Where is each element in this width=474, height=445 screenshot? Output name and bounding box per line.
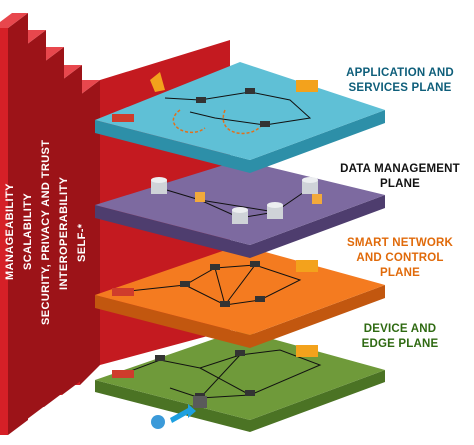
label-line: AND CONTROL	[356, 252, 444, 264]
pillar-label-interoperability: INTEROPERABILITY	[58, 176, 70, 290]
database-icon	[267, 202, 283, 219]
label-line: SMART NETWORK	[346, 237, 454, 249]
pillar-label-scalability: SCALABILITY	[22, 192, 34, 270]
plane-application-services	[95, 62, 385, 173]
crane-icon	[150, 72, 165, 92]
plane-data-management	[95, 160, 385, 258]
pillar-label-security: SECURITY, PRIVACY AND TRUST	[40, 139, 52, 325]
pillar-label-self: SELF-*	[76, 223, 88, 262]
label-line: APPLICATION AND	[346, 67, 454, 79]
label-line: EDGE PLANE	[361, 338, 439, 350]
label-line: SERVICES PLANE	[348, 82, 452, 94]
truck-icon	[296, 345, 318, 357]
label-application-services-plane: APPLICATION AND SERVICES PLANE	[340, 66, 460, 96]
document-icon	[195, 192, 205, 202]
label-line: DATA MANAGEMENT	[340, 163, 460, 175]
server-icon	[193, 396, 207, 408]
database-icon	[151, 177, 167, 194]
database-icon	[302, 177, 318, 194]
truck-icon	[296, 260, 318, 272]
globe-icon	[151, 415, 165, 429]
pillar-label-manageability: MANAGEABILITY	[4, 183, 16, 280]
truck-icon	[296, 80, 318, 92]
plane-smart-network	[95, 245, 385, 348]
document-icon	[312, 194, 322, 204]
label-smart-network-plane: SMART NETWORK AND CONTROL PLANE	[340, 236, 460, 281]
plane-device-edge	[95, 330, 385, 432]
uplink-arrow-icon	[170, 404, 196, 423]
label-line: DEVICE AND	[363, 323, 437, 335]
pillar-manageability	[0, 13, 28, 435]
label-line: PLANE	[380, 178, 420, 190]
ship-icon	[112, 114, 134, 122]
label-line: PLANE	[380, 267, 420, 279]
ship-icon	[112, 370, 134, 378]
label-device-edge-plane: DEVICE AND EDGE PLANE	[340, 322, 460, 352]
ship-icon	[112, 288, 134, 296]
label-data-management-plane: DATA MANAGEMENT PLANE	[340, 162, 460, 192]
database-icon	[232, 207, 248, 224]
